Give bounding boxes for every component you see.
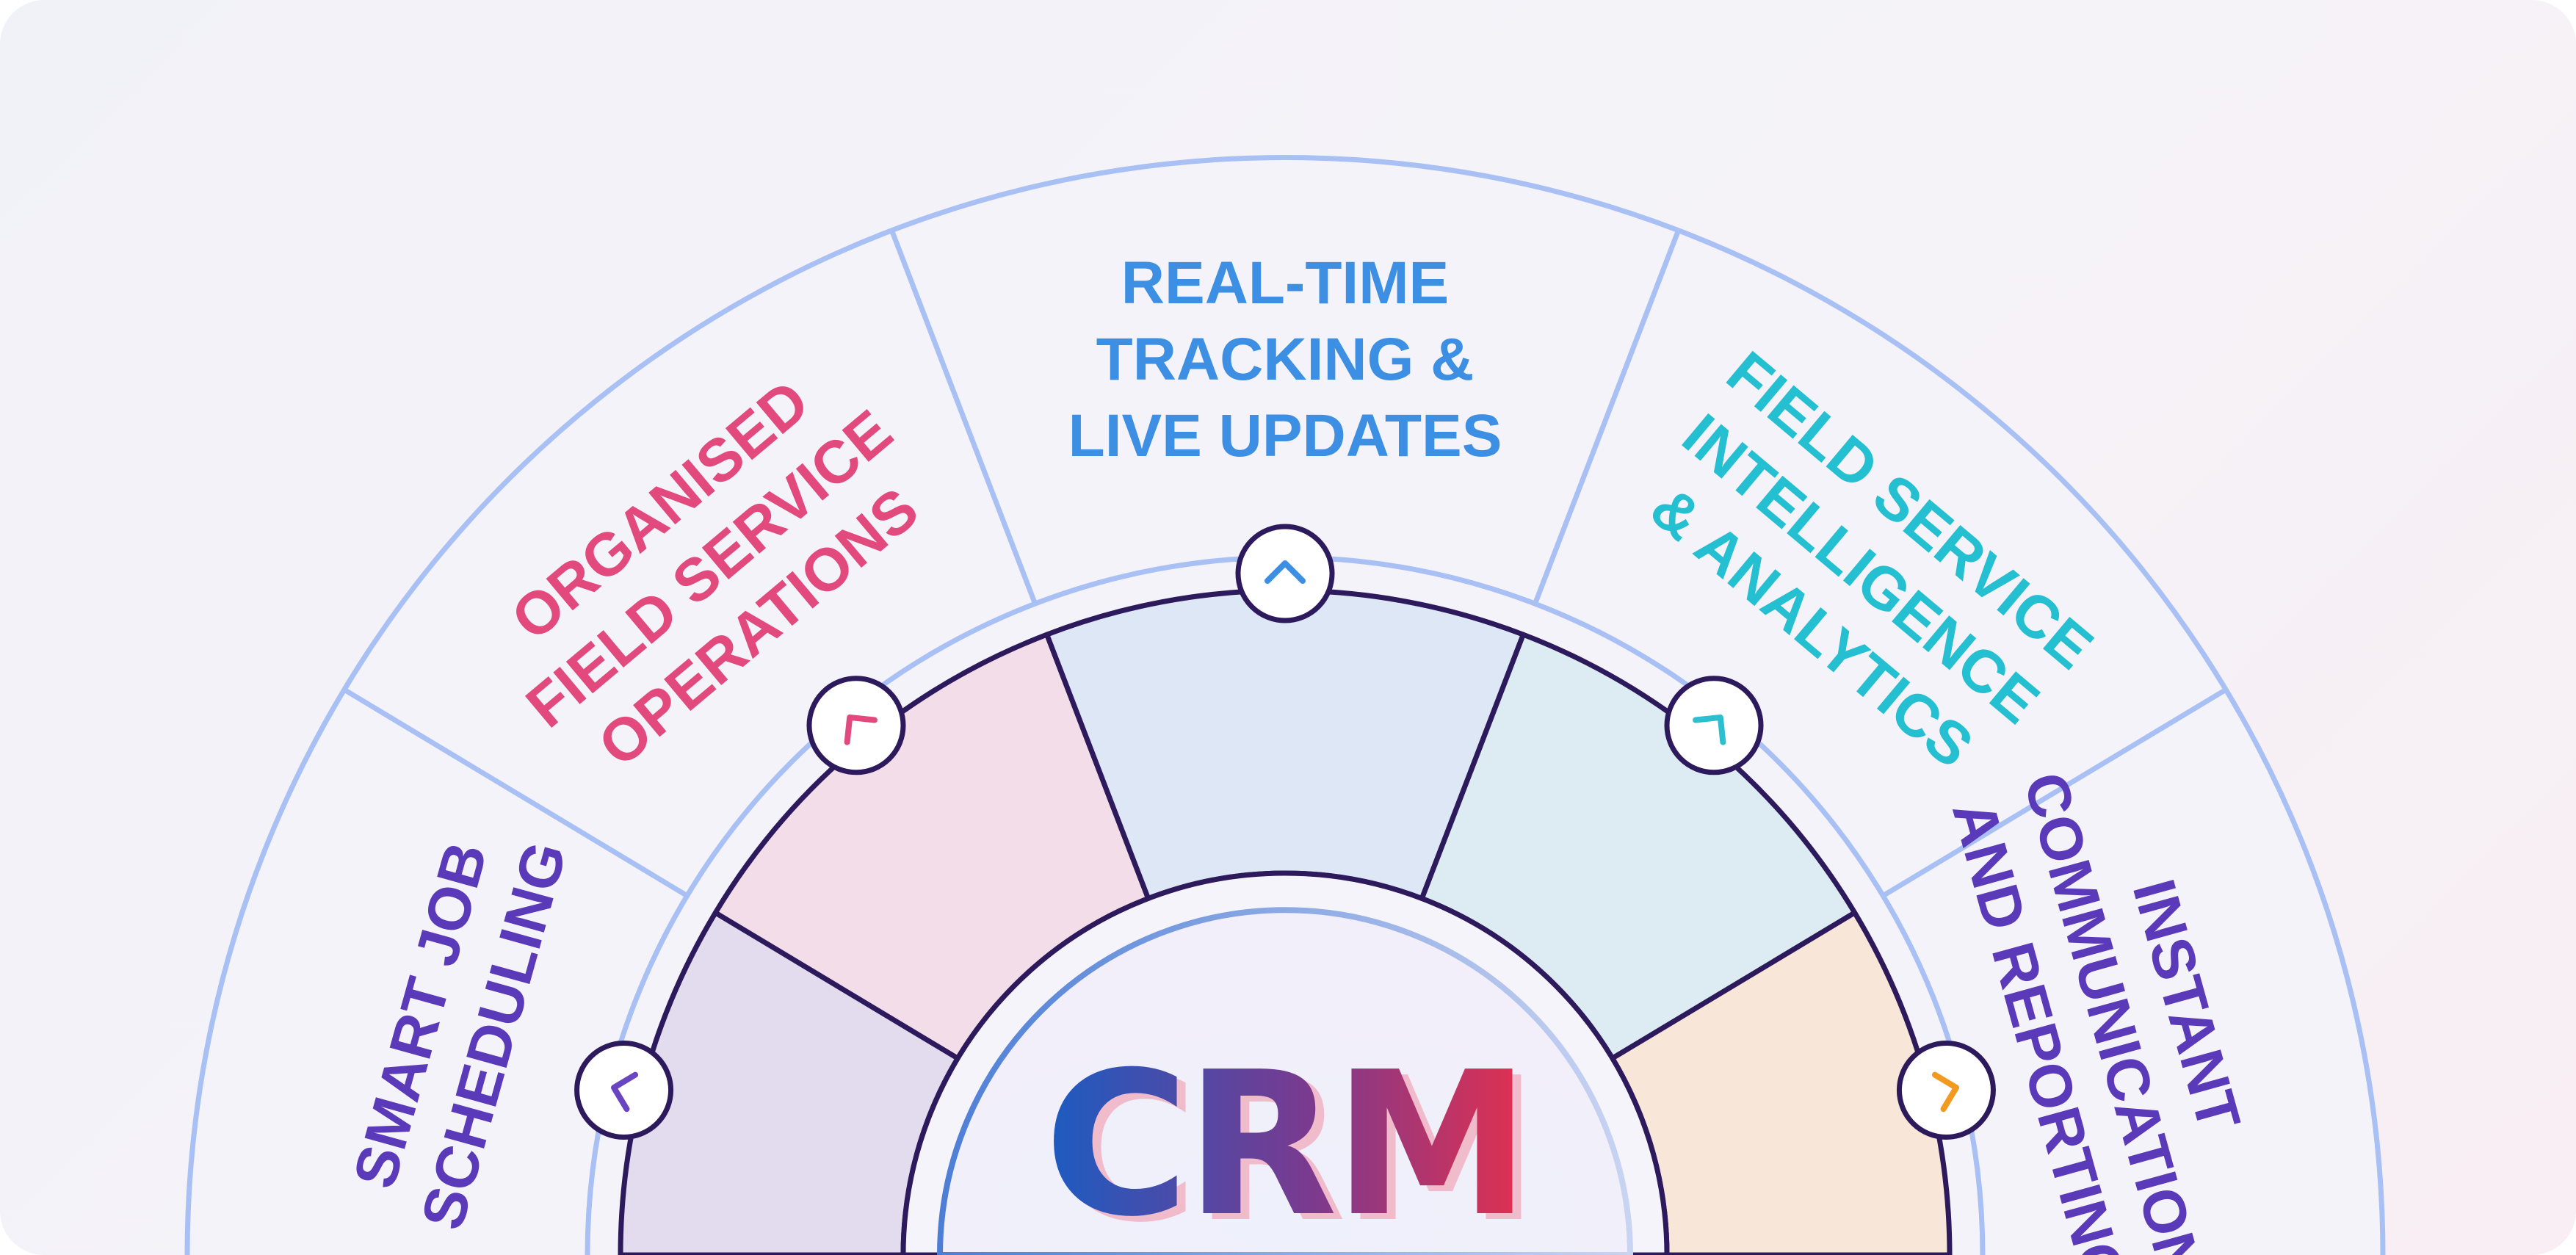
icon-circle [806,676,906,775]
center-disc [900,870,1670,1255]
chevron-icon [1693,714,1726,745]
chevron-icon [574,1040,674,1140]
chevron-icon [1664,676,1764,775]
chevron-stroke [1265,560,1306,584]
chevron-icon [610,1071,639,1113]
icon-circle [574,1040,674,1140]
core-disc [936,907,1634,1255]
inner-segments [618,587,1953,1255]
crm-label-shadow: CRM [1053,1035,1535,1255]
segment-label-line: REAL-TIME [1121,250,1449,317]
chevron-icon [1235,524,1335,623]
chevron-stroke [1693,714,1726,745]
outer-divider [889,229,1038,605]
icon-circle [1896,1040,1996,1140]
chevron-stroke [610,1071,639,1113]
chevron-stroke [1931,1071,1960,1113]
segment-icons [574,524,1996,1140]
outer-divider [1533,229,1682,605]
segment-label: REAL-TIME TRACKING & LIVE UPDATES [1068,250,1502,469]
chevron-icon [844,714,878,745]
chevron-icon [806,676,906,775]
outer-divider [1881,687,2228,898]
chevron-icon [1931,1071,1960,1113]
chevron-icon [1265,560,1306,584]
segment-label-line: LIVE UPDATES [1068,402,1502,469]
icon-circle [1235,524,1335,623]
segment-label-line: TRACKING & [1096,326,1475,393]
crm-label: CRM [1044,1029,1527,1255]
icon-circle [1664,676,1764,775]
chevron-stroke [844,714,878,745]
chevron-icon [1896,1040,1996,1140]
outer-divider [342,687,689,898]
